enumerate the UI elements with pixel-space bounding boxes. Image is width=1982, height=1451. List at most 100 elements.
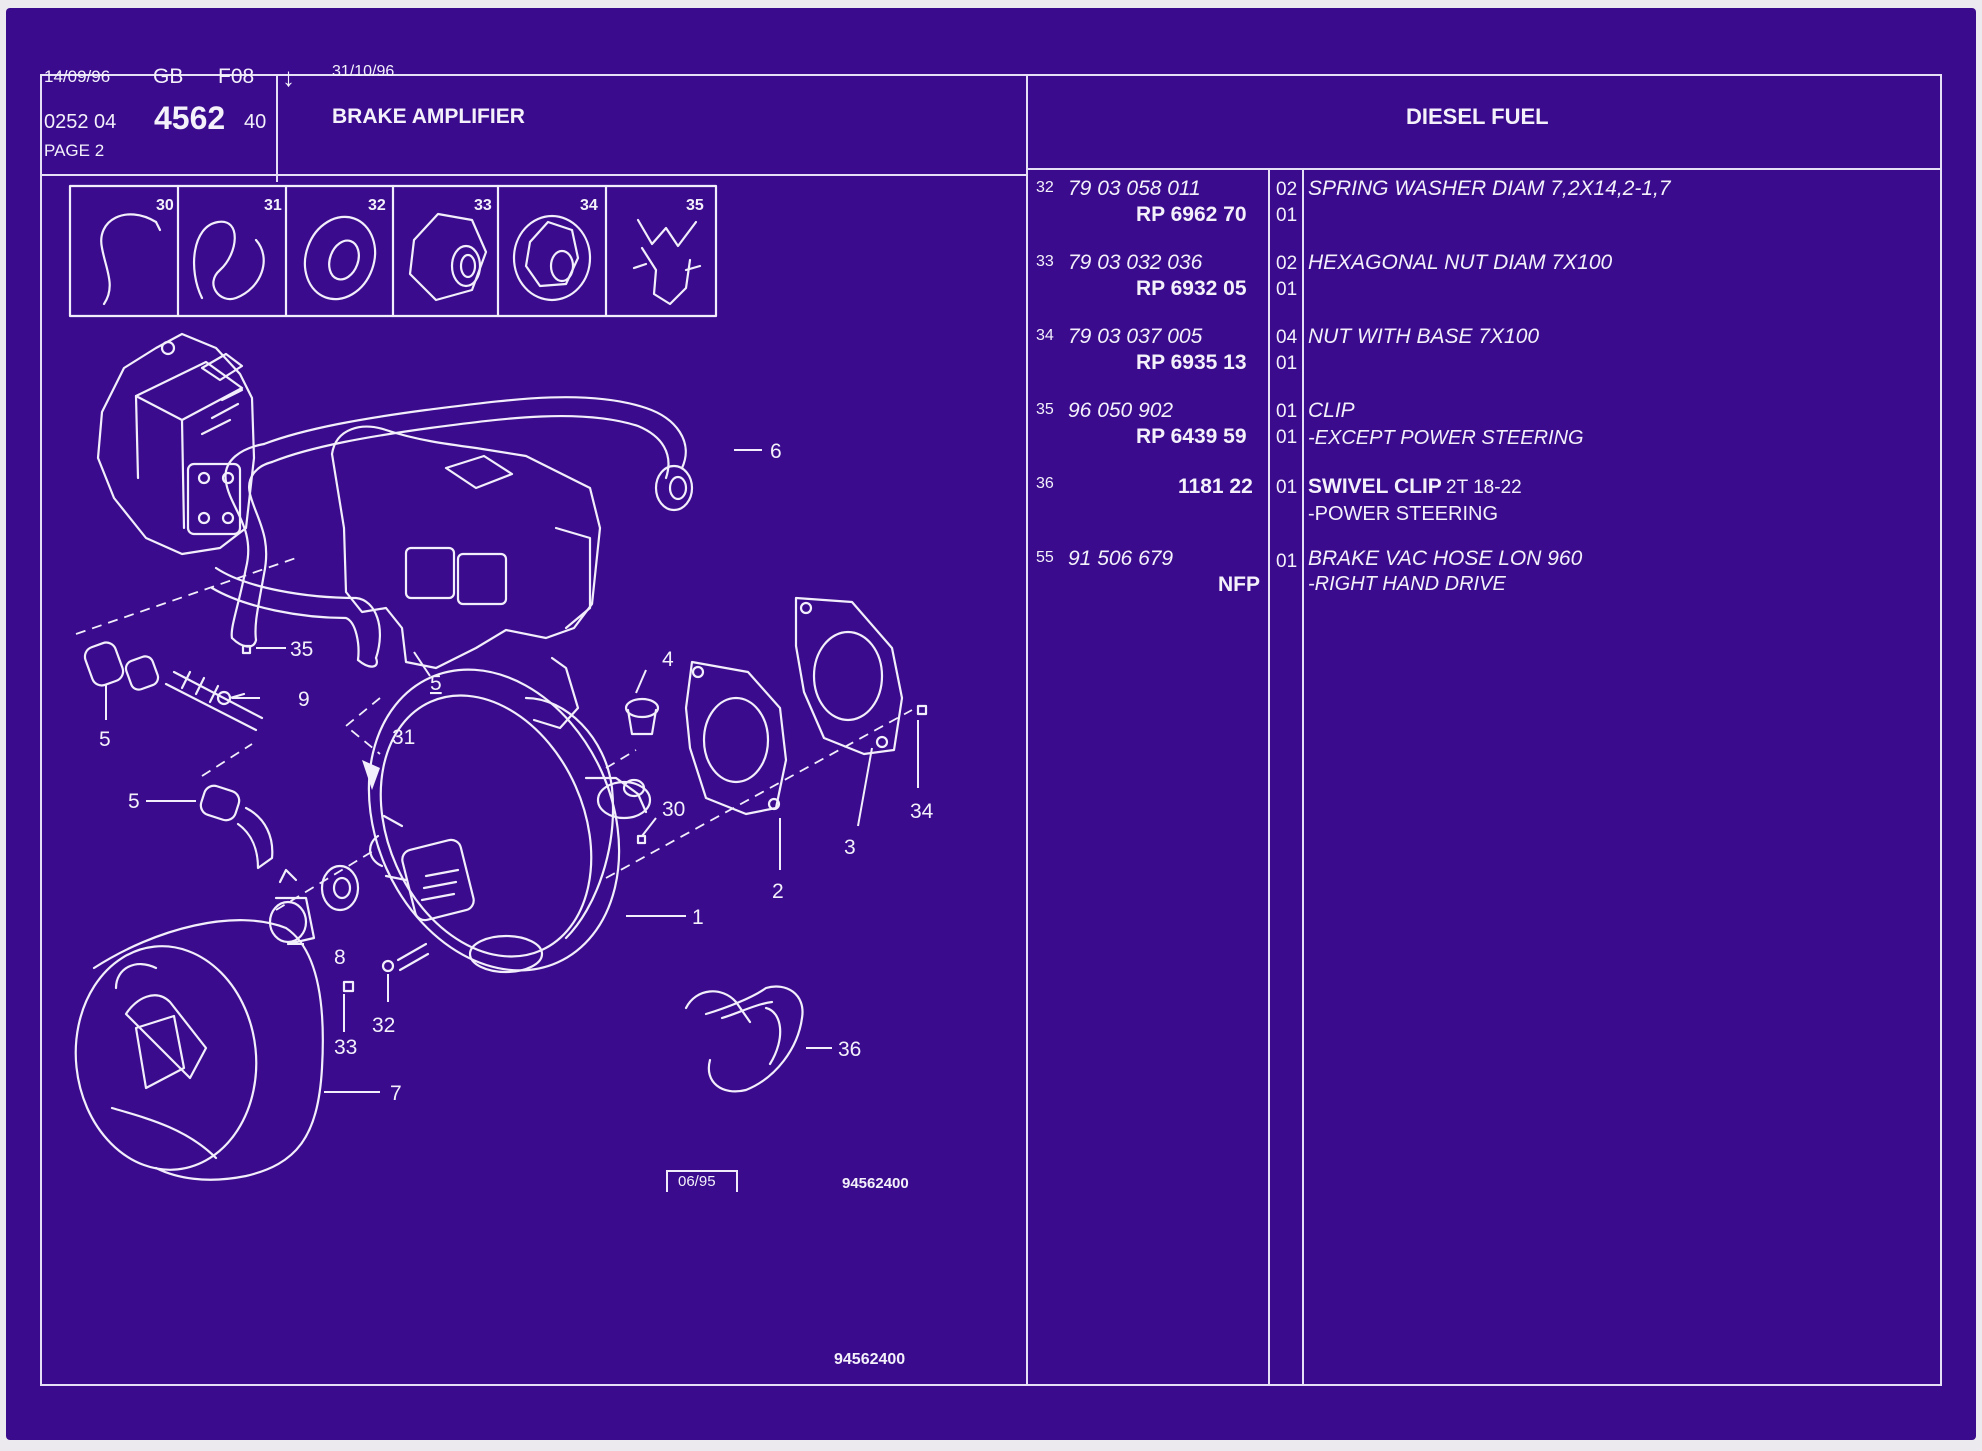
icon-num-31: 31 [264,197,282,214]
callout-5: 5 [430,672,442,695]
hose-connector-5-top [83,641,264,732]
marker-34 [916,704,928,716]
assembly-line-b [344,697,381,755]
stud [396,942,430,972]
spring-clip-icon [100,213,162,306]
row-qty: 02 [1276,253,1298,274]
callout-5-left: 5 [99,728,111,751]
parts-sheet: 14/09/96 GB F08 ↓ 0252 04 4562 40 PAGE 2… [6,8,1976,1440]
assembly-line-f [605,749,637,769]
row-part-number: 79 03 037 005 [1068,325,1203,348]
sheet-frame [40,74,1942,1386]
header-section: F08 [218,65,255,88]
header-divider-1 [276,74,278,182]
row-qty: 02 [1276,179,1298,200]
pedal-housing [74,919,324,1181]
row-qty-2: 01 [1276,205,1298,226]
callout-2: 2 [772,880,784,903]
exploded-diagram: 30 31 32 33 34 35 6 35 5 5 9 4 31 5 30 3… [68,184,934,1181]
callout-4: 4 [662,648,674,671]
header-date-right: 31/10/96 [332,63,395,80]
header-bottom-right [1028,168,1942,170]
callout-31: 31 [392,726,415,749]
callout-36: 36 [838,1038,861,1061]
row-ref: 34 [1036,327,1054,344]
icon-num-35: 35 [686,197,704,214]
vacuum-pump [96,332,256,556]
hose-connector-5-lower [199,784,274,870]
callout-35: 35 [290,638,313,661]
row-ref: 55 [1036,549,1054,566]
spring-washer-icon [303,215,377,301]
row-rp-number: NFP [1218,573,1260,596]
column-divider-rp [1268,168,1270,1386]
assembly-line-c [201,743,253,777]
row-part-number: 91 506 679 [1068,547,1174,570]
hexagonal-nut-icon [408,212,488,302]
hose-clip-icon [632,218,702,306]
row-rp-number: RP 6935 13 [1136,351,1247,374]
main-divider [1026,74,1028,1386]
callout-3: 3 [844,836,856,859]
row-qty: 01 [1276,401,1298,422]
row-description: SPRING WASHER DIAM 7,2X14,2-1,7 [1308,177,1671,200]
row-description: SWIVEL CLIP [1308,475,1442,498]
row-rp-number: RP 6932 05 [1136,277,1247,300]
callout-9: 9 [298,688,310,711]
bottom-ref: 94562400 [834,1351,906,1368]
row-part-number: 79 03 032 036 [1068,251,1203,274]
header-date-left: 14/09/96 [44,67,111,86]
callout-30: 30 [662,798,685,821]
row-subnote: -POWER STEERING [1308,503,1499,525]
row-subnote: -RIGHT HAND DRIVE [1308,573,1506,595]
row-rp-number: 1181 22 [1178,475,1253,498]
row-qty: 01 [1276,477,1298,498]
row-qty-2: 01 [1276,353,1298,374]
stamp-date: 06/95 [678,1173,716,1190]
engine-variant: DIESEL FUEL [1406,104,1549,129]
row-qty: 01 [1276,551,1298,572]
brake-booster [367,668,652,974]
marker-35 [241,644,252,655]
assembly-line-d [605,709,913,879]
row-subnote: -EXCEPT POWER STEERING [1308,427,1584,449]
callout-1: 1 [692,906,704,929]
arrow-31 [362,760,380,790]
row-description: BRAKE VAC HOSE LON 960 [1308,547,1583,570]
wire-clip-icon [192,220,265,301]
callout-33: 33 [334,1036,357,1059]
icon-num-30: 30 [156,197,174,214]
manifold-flange [330,425,602,730]
header-bottom-left [40,174,1026,176]
header-page: PAGE 2 [44,141,105,160]
callout-8: 8 [334,946,346,969]
callout-32: 32 [372,1014,395,1037]
row-rp-number: RP 6439 59 [1136,425,1247,448]
drawing-ref: 94562400 [842,1175,909,1192]
row-description: NUT WITH BASE 7X100 [1308,325,1540,348]
down-arrow-icon: ↓ [282,62,295,92]
swivel-clip [684,985,804,1093]
icon-num-34: 34 [580,197,598,214]
stamp-box [666,1170,738,1192]
marker-33 [342,980,355,993]
icon-num-33: 33 [474,197,492,214]
vacuum-pipe [224,396,694,642]
icon-legend [68,184,718,318]
row-qty-2: 01 [1276,427,1298,448]
gasket-3 [794,596,904,756]
valve-connector-8 [268,864,360,946]
row-rp-number: RP 6962 70 [1136,203,1247,226]
page-title: BRAKE AMPLIFIER [332,105,525,128]
assembly-line-a [75,557,297,635]
header-code-suffix: 40 [244,111,267,133]
callout-7: 7 [390,1082,402,1105]
row-ref: 33 [1036,253,1054,270]
marker-30 [636,834,647,845]
header-code-main: 4562 [154,100,226,136]
row-description: CLIP [1308,399,1355,422]
row-part-number: 79 03 058 011 [1068,177,1201,200]
icon-num-32: 32 [368,197,386,214]
nut-with-base-icon [512,214,592,302]
header-code-prefix: 0252 04 [44,111,117,133]
